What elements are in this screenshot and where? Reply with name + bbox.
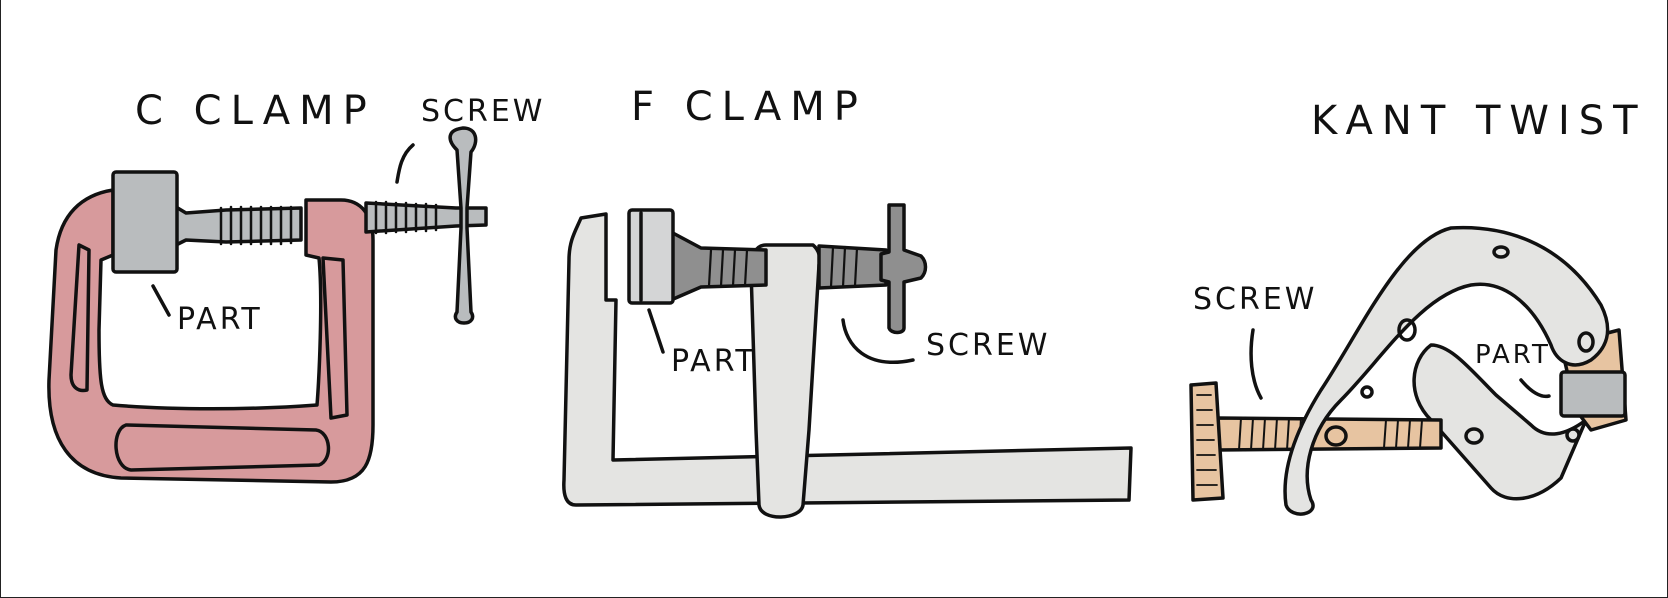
f-clamp-jaw-pad: [629, 210, 673, 303]
kant-twist-screw-knob: [1191, 383, 1223, 500]
kant-twist-part-leader: [1521, 380, 1549, 396]
f-clamp-part-leader: [649, 310, 663, 352]
c-clamp-part-leader: [153, 286, 169, 315]
c-clamp-jaw-pad: [113, 172, 177, 272]
kant-twist-jaw-pad: [1561, 372, 1625, 416]
kant-twist-screw-leader: [1251, 330, 1261, 398]
f-clamp-part-label: PART: [671, 344, 757, 379]
kant-twist-part-label: PART: [1475, 340, 1551, 370]
c-clamp-title: C CLAMP: [135, 88, 376, 134]
c-clamp-screw-outer-threads: [376, 202, 436, 233]
c-clamp-screw-leader: [397, 145, 413, 182]
c-clamp-part-label: PART: [177, 302, 263, 337]
c-clamp: [49, 128, 486, 482]
c-clamp-screw-label: SCREW: [421, 94, 545, 129]
f-clamp-handle: [881, 205, 926, 333]
kant-twist-title: KANT TWIST: [1311, 98, 1647, 144]
kant-twist-screw-label: SCREW: [1193, 282, 1317, 317]
f-clamp-screw-label: SCREW: [926, 328, 1050, 363]
kant-twist-hole: [1362, 387, 1372, 397]
kant-twist: [1191, 228, 1626, 514]
f-clamp-screw-rod-right: [819, 246, 886, 288]
f-clamp-title: F CLAMP: [631, 84, 867, 130]
